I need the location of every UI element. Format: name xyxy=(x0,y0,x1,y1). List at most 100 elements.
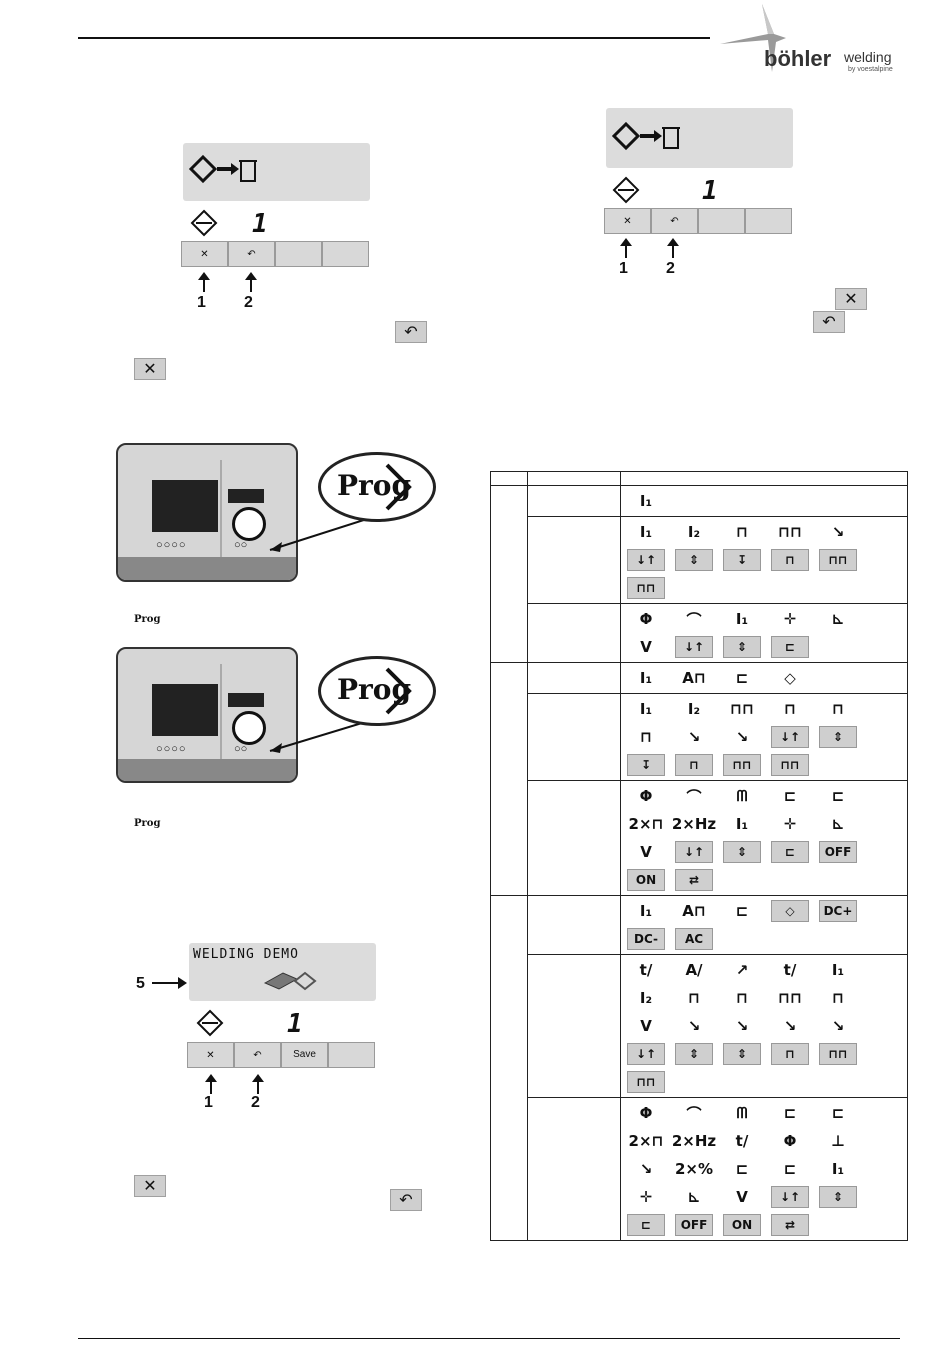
undo-button[interactable]: ↶ xyxy=(228,241,275,267)
parameter-icon: 2×Hz xyxy=(671,815,717,833)
parameter-button-icon: ↓↑ xyxy=(675,841,713,863)
prog-zoom-callout-1: Prog xyxy=(318,452,436,522)
panel-screen xyxy=(152,480,218,532)
parameter-icon: I₁ xyxy=(639,902,653,920)
parameter-button-icon: ⊓⊓ xyxy=(723,754,761,776)
parameter-icon: I₁ xyxy=(831,1160,845,1178)
parameter-icon: 2×% xyxy=(674,1160,714,1178)
brand-logo: böhler welding by voestalpine xyxy=(712,0,912,80)
blank-button-4[interactable] xyxy=(328,1042,375,1068)
button-bar-top-left: ✕ ↶ xyxy=(181,241,369,267)
panel-mini-display xyxy=(228,693,264,707)
parameter-button-icon: ⇄ xyxy=(771,1214,809,1236)
parameter-icon: ⌒ xyxy=(686,787,702,806)
parameter-icon: ⊏ xyxy=(783,1160,797,1178)
parameter-icon: Φ xyxy=(783,1132,797,1150)
parameter-icon: I₁ xyxy=(639,700,653,718)
table-header-row xyxy=(490,471,908,486)
prog-diamond-icon xyxy=(385,667,412,715)
parameter-icon: I₂ xyxy=(687,523,701,541)
lcd-display-top-left xyxy=(183,143,370,201)
button-bar-top-right: ✕ ↶ xyxy=(604,208,792,234)
parameter-icon: V xyxy=(640,1017,652,1035)
parameter-icon: A/ xyxy=(685,961,703,979)
callout-arrow-5 xyxy=(152,982,180,984)
parameter-icon: ⊓ xyxy=(736,523,748,541)
parameter-button-icon: ⊏ xyxy=(627,1214,665,1236)
parameter-icon: t/ xyxy=(639,961,653,979)
parameter-icon: ⊓ xyxy=(832,700,844,718)
parameter-button-icon: ↧ xyxy=(723,549,761,571)
panel-divider xyxy=(220,460,222,570)
parameter-icon: V xyxy=(640,843,652,861)
store-to-bin-icon xyxy=(189,154,257,184)
parameter-button-icon: DC- xyxy=(627,928,665,950)
brand-suffix: welding xyxy=(844,49,892,65)
callout-arrow-2 xyxy=(252,1074,264,1094)
parameter-icon: ⊓⊓ xyxy=(778,989,802,1007)
save-button[interactable]: Save xyxy=(281,1042,328,1068)
parameter-button-icon: ↓↑ xyxy=(627,549,665,571)
parameter-icon: I₂ xyxy=(639,989,653,1007)
parameter-icon: ⊏ xyxy=(783,1104,797,1122)
parameter-button-icon: ⊓⊓ xyxy=(819,1043,857,1065)
parameter-icon: ↘ xyxy=(735,1017,749,1035)
panel-mini-display xyxy=(228,489,264,503)
table-row: I₁ xyxy=(490,485,908,663)
table-label-cell xyxy=(527,693,621,781)
encoder-icon-demo xyxy=(196,1009,224,1037)
parameter-button-icon: ⊓⊓ xyxy=(819,549,857,571)
parameter-button-icon: ON xyxy=(627,869,665,891)
lcd-display-welding-demo: WELDING DEMO xyxy=(189,943,376,1001)
parameter-icon: ⊓ xyxy=(736,989,748,1007)
parameter-icon: ᗰ xyxy=(736,1104,748,1122)
parameter-icon: ✛ xyxy=(783,815,797,833)
prog-small-label: Prog xyxy=(134,818,161,829)
inline-close-icon: ✕ xyxy=(134,358,166,380)
parameter-button-icon: ⊓⊓ xyxy=(771,754,809,776)
parameter-icon: t/ xyxy=(735,1132,749,1150)
callout-number-2: 2 xyxy=(666,260,675,277)
blank-button-4[interactable] xyxy=(322,241,369,267)
prog-small-icon-2: Prog xyxy=(134,813,168,835)
parameter-button-icon: ↓↑ xyxy=(627,1043,665,1065)
cancel-button[interactable]: ✕ xyxy=(187,1042,234,1068)
parameter-icon: ↘ xyxy=(687,728,701,746)
parameter-icon: ⊏ xyxy=(735,1160,749,1178)
table-label-cell xyxy=(527,516,621,604)
undo-button[interactable]: ↶ xyxy=(234,1042,281,1068)
callout-number-2: 2 xyxy=(251,1094,260,1111)
parameter-button-icon: ↓↑ xyxy=(771,1186,809,1208)
parameter-icon: ⊓ xyxy=(688,989,700,1007)
parameter-icon: ᗰ xyxy=(736,787,748,805)
parameter-icon: I₂ xyxy=(687,700,701,718)
panel-button-row: ○○○○ xyxy=(156,743,187,755)
header-rule xyxy=(78,37,710,39)
blank-button-3[interactable] xyxy=(275,241,322,267)
undo-button[interactable]: ↶ xyxy=(651,208,698,234)
parameter-button-icon: ⊓⊓ xyxy=(627,1071,665,1093)
parameter-icon: ⊏ xyxy=(831,787,845,805)
blank-button-3[interactable] xyxy=(698,208,745,234)
parameter-icon: Φ xyxy=(639,610,653,628)
blank-button-4[interactable] xyxy=(745,208,792,234)
prog-diamond-icon xyxy=(385,463,412,511)
cancel-button[interactable]: ✕ xyxy=(181,241,228,267)
parameter-icon: ⊾ xyxy=(831,610,845,628)
callout-number-1: 1 xyxy=(197,294,206,311)
parameter-icon: ⊏ xyxy=(735,669,749,687)
parameter-button-icon: ⊓ xyxy=(771,1043,809,1065)
parameter-icon: ↘ xyxy=(639,1160,653,1178)
parameter-icon: I₁ xyxy=(735,815,749,833)
parameter-icon: V xyxy=(640,638,652,656)
table-group-cell xyxy=(490,895,528,1241)
cancel-button[interactable]: ✕ xyxy=(604,208,651,234)
